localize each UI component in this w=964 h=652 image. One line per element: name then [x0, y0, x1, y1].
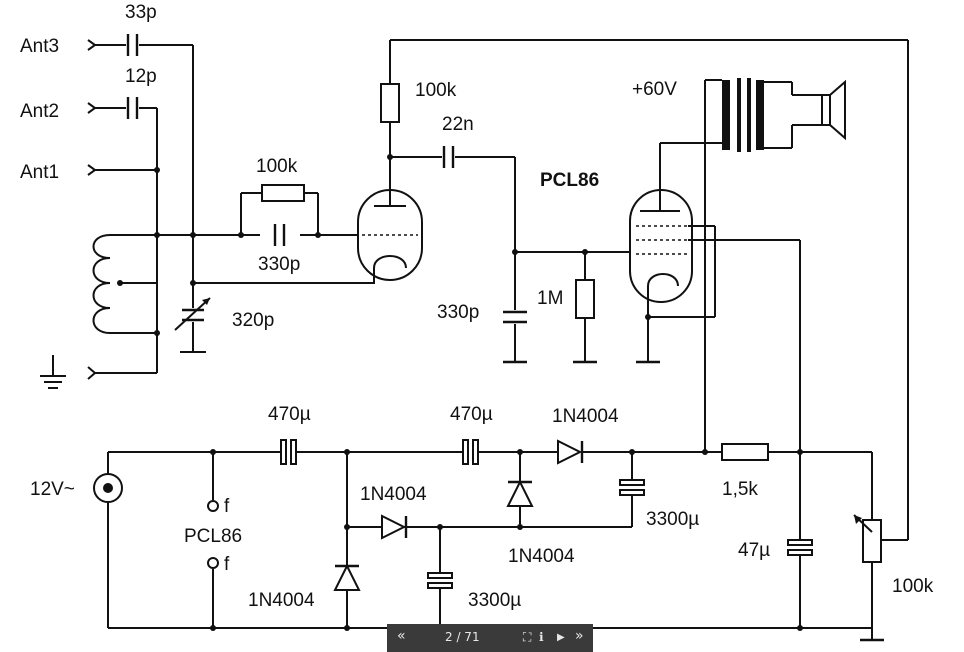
coupling-cap-label: 22n [442, 114, 474, 135]
pot-label: 100k [892, 576, 934, 597]
series-resistor-label: 1,5k [722, 479, 758, 500]
triode-tube: 100k [190, 40, 457, 286]
ant2-label: Ant2 [20, 101, 59, 122]
ant2-cap-label: 12p [125, 66, 157, 87]
grid-resistor-label: 100k [256, 156, 298, 177]
bypass-cap-label: 330p [437, 302, 479, 323]
d-top-label: 1N4004 [552, 406, 619, 427]
prev-button[interactable]: « [397, 628, 406, 644]
antenna-inputs: Ant3 Ant2 Ant1 33p 12p [20, 2, 194, 380]
next-button[interactable]: » [575, 628, 584, 644]
input-voltage-label: 12V~ [30, 479, 75, 500]
plate-resistor-label: 100k [415, 80, 457, 101]
d-left-label: 1N4004 [248, 590, 315, 611]
leak-resistor-label: 1M [537, 288, 563, 309]
d-vert-label: 1N4004 [508, 546, 575, 567]
speaker-icon [821, 79, 846, 141]
d-mid-label: 1N4004 [360, 484, 427, 505]
ant3-label: Ant3 [20, 36, 59, 57]
play-button[interactable]: ▶ [557, 632, 565, 643]
pentode-tube: PCL86 [540, 142, 801, 452]
heater-tube-label: PCL86 [184, 526, 242, 547]
tuning-cap-label: 320p [232, 310, 274, 331]
power-supply: 12V~ f f PCL86 470µ 1N4004 1N4004 [30, 404, 934, 642]
info-icon[interactable]: ℹ [539, 630, 544, 644]
c2-label: 470µ [450, 404, 493, 425]
c-big1-label: 3300µ [646, 509, 699, 530]
c1-label: 470µ [268, 404, 311, 425]
heater-f2-label: f [224, 554, 230, 575]
pentode-grid-network: 330p 1M [437, 249, 640, 364]
tube-type-label: PCL86 [540, 170, 599, 191]
coupling-capacitor: 22n [390, 114, 516, 252]
filter-cap-label: 47µ [738, 540, 770, 561]
fit-icon[interactable]: ⛶ [523, 630, 532, 644]
heater-f1-label: f [224, 496, 230, 517]
grid-cap-label: 330p [258, 254, 300, 275]
c-big2-label: 3300µ [468, 590, 521, 611]
variable-capacitor: 320p [174, 232, 274, 353]
grid-rc: 100k 330p [238, 156, 321, 275]
supply-hv-label: +60V [632, 79, 677, 100]
ant1-label: Ant1 [20, 162, 59, 183]
ant3-cap-label: 33p [125, 2, 157, 23]
page-counter: 2 / 71 [445, 630, 480, 644]
image-viewer-toolbar: « 2 / 71 ⛶ ℹ ▶ » [387, 624, 593, 652]
output-transformer: +60V [632, 78, 822, 452]
